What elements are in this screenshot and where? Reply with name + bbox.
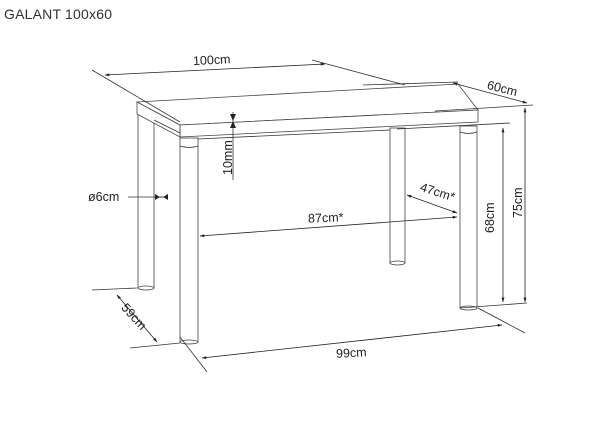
leg-front-right xyxy=(459,125,478,311)
dim-line-60cm xyxy=(452,82,528,104)
dim-line-100cm xyxy=(104,62,326,77)
label-68cm: 68cm xyxy=(483,202,497,233)
extension-lines xyxy=(91,59,534,373)
leg-front-left xyxy=(179,137,199,345)
label-75cm: 75cm xyxy=(511,187,525,218)
dim-line-47cm xyxy=(406,194,458,214)
label-6cm: ø6cm xyxy=(88,190,119,204)
leg-back-right xyxy=(389,127,406,266)
dim-line-99cm xyxy=(201,324,503,359)
label-100cm: 100cm xyxy=(193,52,231,68)
leg-back-left xyxy=(137,111,155,291)
label-99cm: 99cm xyxy=(336,345,367,361)
label-47cm: 47cm* xyxy=(419,180,457,204)
label-87cm: 87cm* xyxy=(308,210,344,225)
product-title: GALANT 100x60 xyxy=(4,6,113,22)
tabletop xyxy=(135,83,479,140)
dim-line-59cm xyxy=(116,294,158,343)
dim-line-87cm xyxy=(199,215,458,238)
label-10mm: 10mm xyxy=(221,140,235,175)
